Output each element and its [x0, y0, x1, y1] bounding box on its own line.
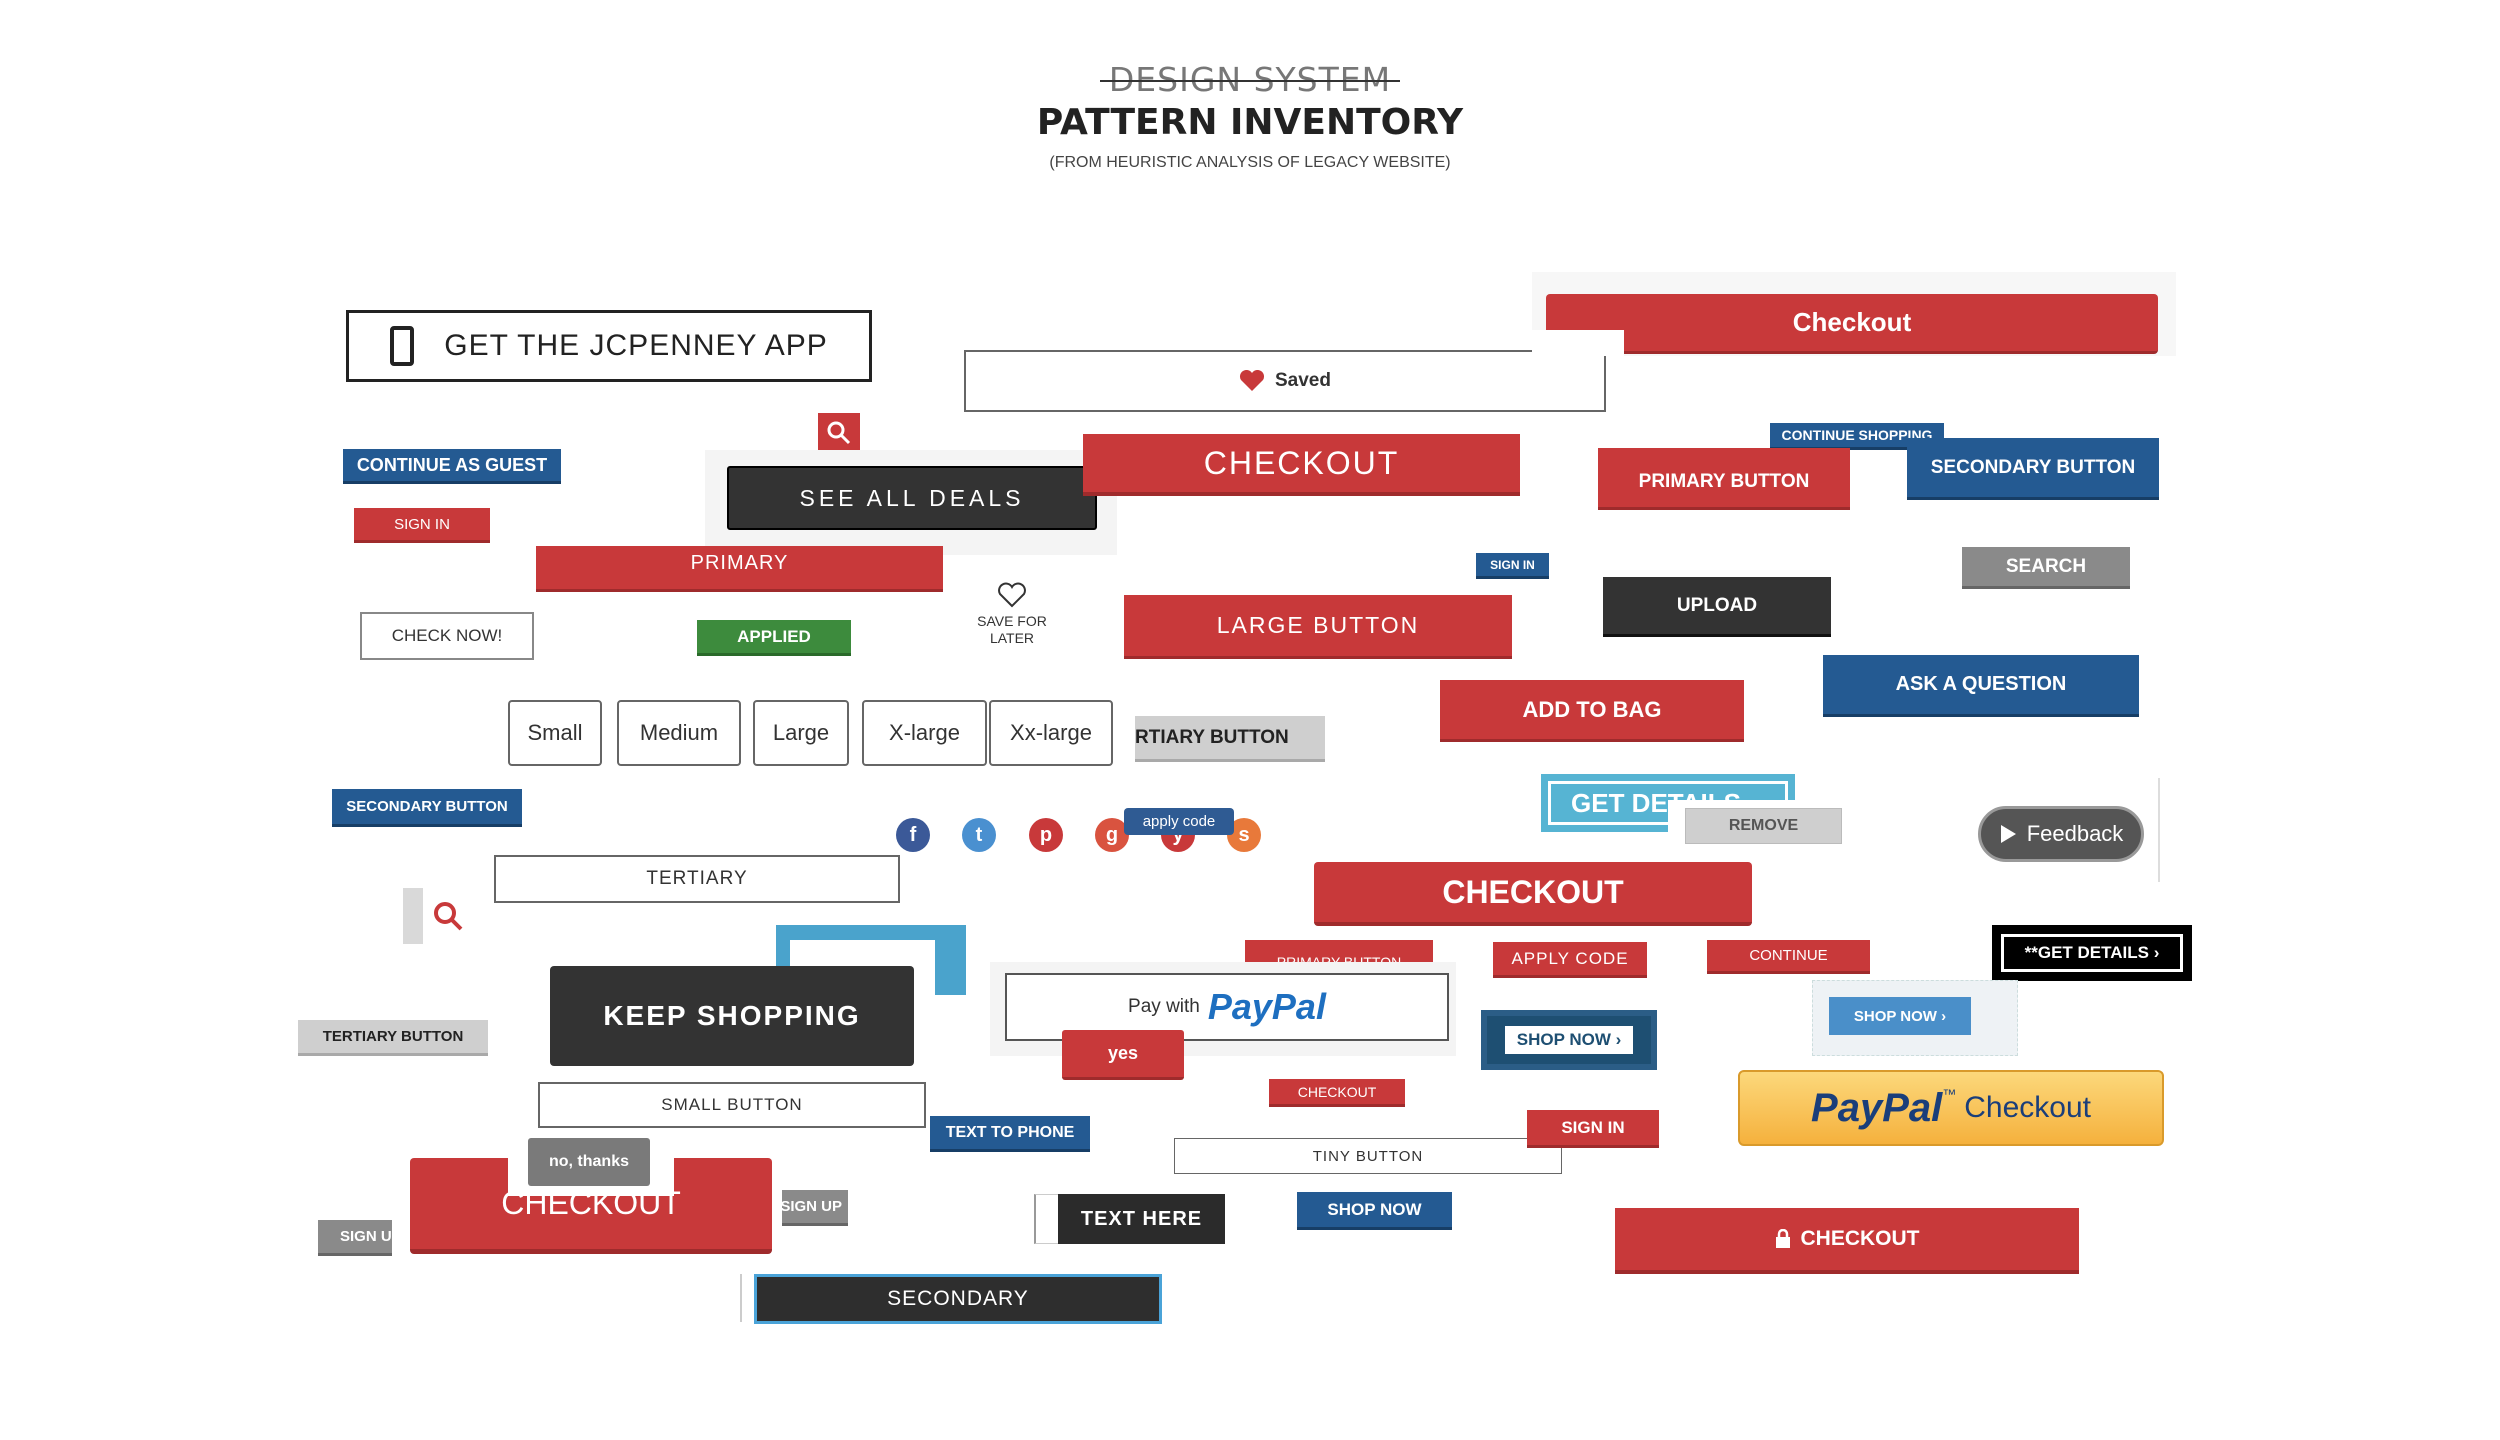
- sign-in-button-small[interactable]: SIGN IN: [354, 508, 490, 543]
- checkout-card-notch: [1532, 330, 1624, 356]
- checkout-lock-button[interactable]: CHECKOUT: [1615, 1208, 2079, 1274]
- facebook-icon[interactable]: f: [896, 818, 930, 852]
- secondary-edge: [740, 1274, 754, 1322]
- sign-in-button-red[interactable]: SIGN IN: [1527, 1110, 1659, 1148]
- primary-button-wide[interactable]: PRIMARY: [536, 546, 943, 592]
- twitter-icon[interactable]: t: [962, 818, 996, 852]
- shop-now-dark-button[interactable]: SHOP NOW ›: [1481, 1010, 1657, 1070]
- text-here-edge: [1034, 1194, 1058, 1244]
- applied-button[interactable]: APPLIED: [697, 620, 851, 656]
- play-icon: [2000, 825, 2016, 843]
- shop-now-button[interactable]: SHOP NOW: [1297, 1192, 1452, 1230]
- search-icon: [434, 902, 463, 931]
- secondary-button[interactable]: SECONDARY: [754, 1274, 1162, 1324]
- large-button[interactable]: LARGE BUTTON: [1124, 595, 1512, 659]
- search-icon-grey[interactable]: [403, 888, 473, 944]
- apply-code-tag[interactable]: apply code: [1124, 808, 1234, 835]
- size-xx-large[interactable]: Xx-large: [989, 700, 1113, 766]
- apply-code-button[interactable]: APPLY CODE: [1493, 942, 1647, 978]
- sign-in-button-tiny[interactable]: SIGN IN: [1476, 553, 1549, 579]
- pinterest-icon[interactable]: p: [1029, 818, 1063, 852]
- tertiary-button-cut[interactable]: RTIARY BUTTON: [1135, 716, 1325, 762]
- save-for-later-label: SAVE FOR LATER: [977, 613, 1047, 646]
- yes-button[interactable]: yes: [1062, 1030, 1184, 1080]
- header-struck-title: DESIGN SYSTEM: [1108, 60, 1392, 99]
- heart-outline-icon: [998, 582, 1026, 608]
- check-now-button[interactable]: CHECK NOW!: [360, 612, 534, 660]
- sign-up-button-left[interactable]: SIGN U: [318, 1220, 392, 1256]
- tertiary-button-left[interactable]: TERTIARY BUTTON: [298, 1020, 488, 1056]
- keep-shopping-button[interactable]: KEEP SHOPPING: [550, 966, 914, 1066]
- heart-icon: [1239, 370, 1265, 391]
- get-app-button[interactable]: GET THE JCPENNEY APP: [346, 310, 872, 382]
- ask-question-button[interactable]: ASK A QUESTION: [1823, 655, 2139, 717]
- feedback-divider: [2158, 778, 2160, 882]
- save-for-later[interactable]: SAVE FOR LATER: [972, 582, 1052, 646]
- add-to-bag-button[interactable]: ADD TO BAG: [1440, 680, 1744, 742]
- search-button[interactable]: SEARCH: [1962, 547, 2130, 589]
- primary-button[interactable]: PRIMARY BUTTON: [1598, 448, 1850, 510]
- secondary-button-top[interactable]: SECONDARY BUTTON: [1907, 438, 2159, 500]
- phone-icon: [390, 326, 415, 366]
- shop-now-light-button[interactable]: SHOP NOW ›: [1829, 997, 1971, 1035]
- sign-up-button[interactable]: SIGN UP: [782, 1190, 848, 1226]
- feedback-button[interactable]: Feedback: [1978, 806, 2144, 862]
- checkout-button-top-right[interactable]: Checkout: [1546, 294, 2158, 354]
- see-all-deals-button[interactable]: SEE ALL DEALS: [727, 466, 1097, 530]
- strike-line: [1100, 80, 1400, 82]
- tertiary-button[interactable]: TERTIARY: [494, 855, 900, 903]
- small-button[interactable]: SMALL BUTTON: [538, 1082, 926, 1128]
- saved-button[interactable]: Saved: [964, 350, 1606, 412]
- size-small[interactable]: Small: [508, 700, 602, 766]
- paypal-checkout-button[interactable]: PayPal ™ Checkout: [1738, 1070, 2164, 1146]
- no-thanks-button[interactable]: no, thanks: [528, 1138, 650, 1186]
- secondary-button-left[interactable]: SECONDARY BUTTON: [332, 789, 522, 827]
- checkout-button-small[interactable]: CHECKOUT: [1269, 1079, 1405, 1107]
- text-here-button[interactable]: TEXT HERE: [1058, 1194, 1225, 1244]
- continue-button[interactable]: CONTINUE: [1707, 940, 1870, 974]
- size-x-large[interactable]: X-large: [862, 700, 987, 766]
- page-subtitle: (FROM HEURISTIC ANALYSIS OF LEGACY WEBSI…: [1049, 154, 1451, 171]
- search-icon[interactable]: [818, 413, 860, 453]
- checkout-button-big[interactable]: CHECKOUT: [1314, 862, 1752, 926]
- google-icon[interactable]: g: [1095, 818, 1129, 852]
- pay-with-paypal-button[interactable]: Pay with PayPal: [1005, 973, 1449, 1041]
- paypal-logo: PayPal: [1207, 986, 1326, 1027]
- tiny-button[interactable]: TINY BUTTON: [1174, 1138, 1562, 1174]
- lock-icon: [1775, 1229, 1790, 1248]
- remove-button[interactable]: REMOVE: [1685, 808, 1842, 844]
- size-large[interactable]: Large: [753, 700, 849, 766]
- upload-button[interactable]: UPLOAD: [1603, 577, 1831, 637]
- page-title: PATTERN INVENTORY: [1036, 102, 1464, 143]
- get-details-black-button[interactable]: **GET DETAILS ›: [1992, 925, 2192, 981]
- checkout-button-top-mid[interactable]: CHECKOUT: [1083, 434, 1520, 496]
- paypal-checkout-logo: PayPal: [1811, 1085, 1943, 1130]
- continue-as-guest-button[interactable]: CONTINUE AS GUEST: [343, 449, 561, 484]
- size-medium[interactable]: Medium: [617, 700, 741, 766]
- text-to-phone-button[interactable]: TEXT TO PHONE: [930, 1116, 1090, 1152]
